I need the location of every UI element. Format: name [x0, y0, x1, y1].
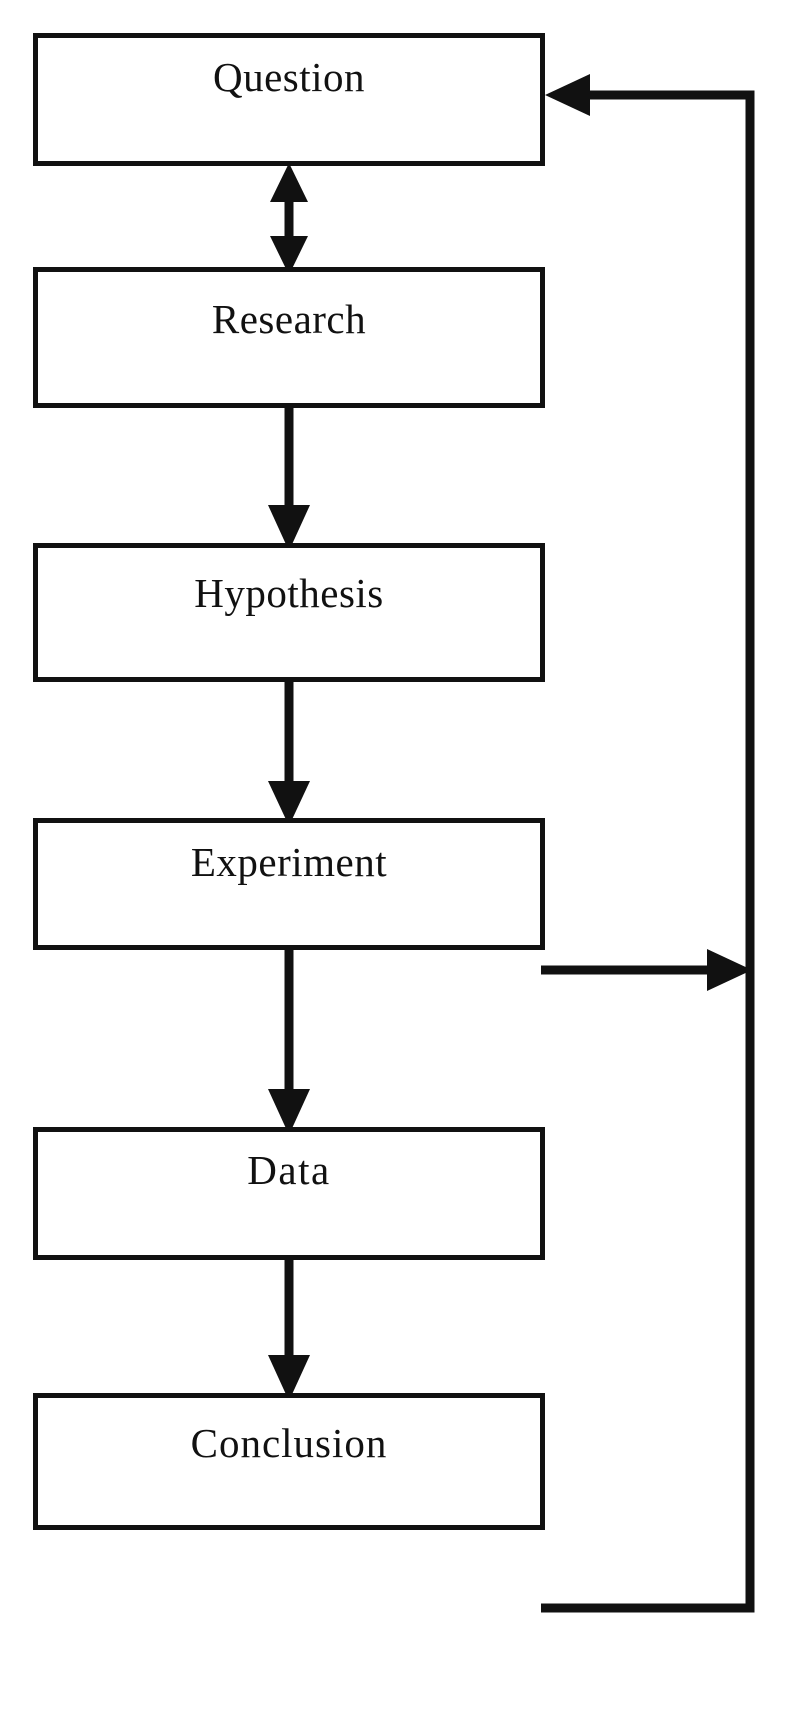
node-question[interactable]: Question: [33, 33, 545, 166]
edge-hypothesis-experiment: [268, 679, 310, 826]
edge-data-conclusion: [268, 1257, 310, 1401]
node-label-hypothesis: Hypothesis: [194, 570, 384, 616]
node-data[interactable]: Data: [33, 1127, 545, 1260]
node-label-experiment: Experiment: [190, 839, 388, 885]
node-label-question: Question: [212, 54, 366, 100]
edge-conclusion-question-loop: [541, 74, 755, 1613]
node-label-research: Research: [211, 296, 367, 342]
node-conclusion[interactable]: Conclusion: [33, 1393, 545, 1530]
edge-question-research: [270, 163, 308, 275]
edge-experiment-feedback: [541, 949, 752, 991]
edge-experiment-data: [268, 947, 310, 1135]
node-label-conclusion: Conclusion: [190, 1420, 388, 1466]
node-label-data: Data: [247, 1147, 331, 1193]
node-research[interactable]: Research: [33, 267, 545, 408]
node-hypothesis[interactable]: Hypothesis: [33, 543, 545, 682]
node-experiment[interactable]: Experiment: [33, 818, 545, 950]
edge-research-hypothesis: [268, 404, 310, 551]
